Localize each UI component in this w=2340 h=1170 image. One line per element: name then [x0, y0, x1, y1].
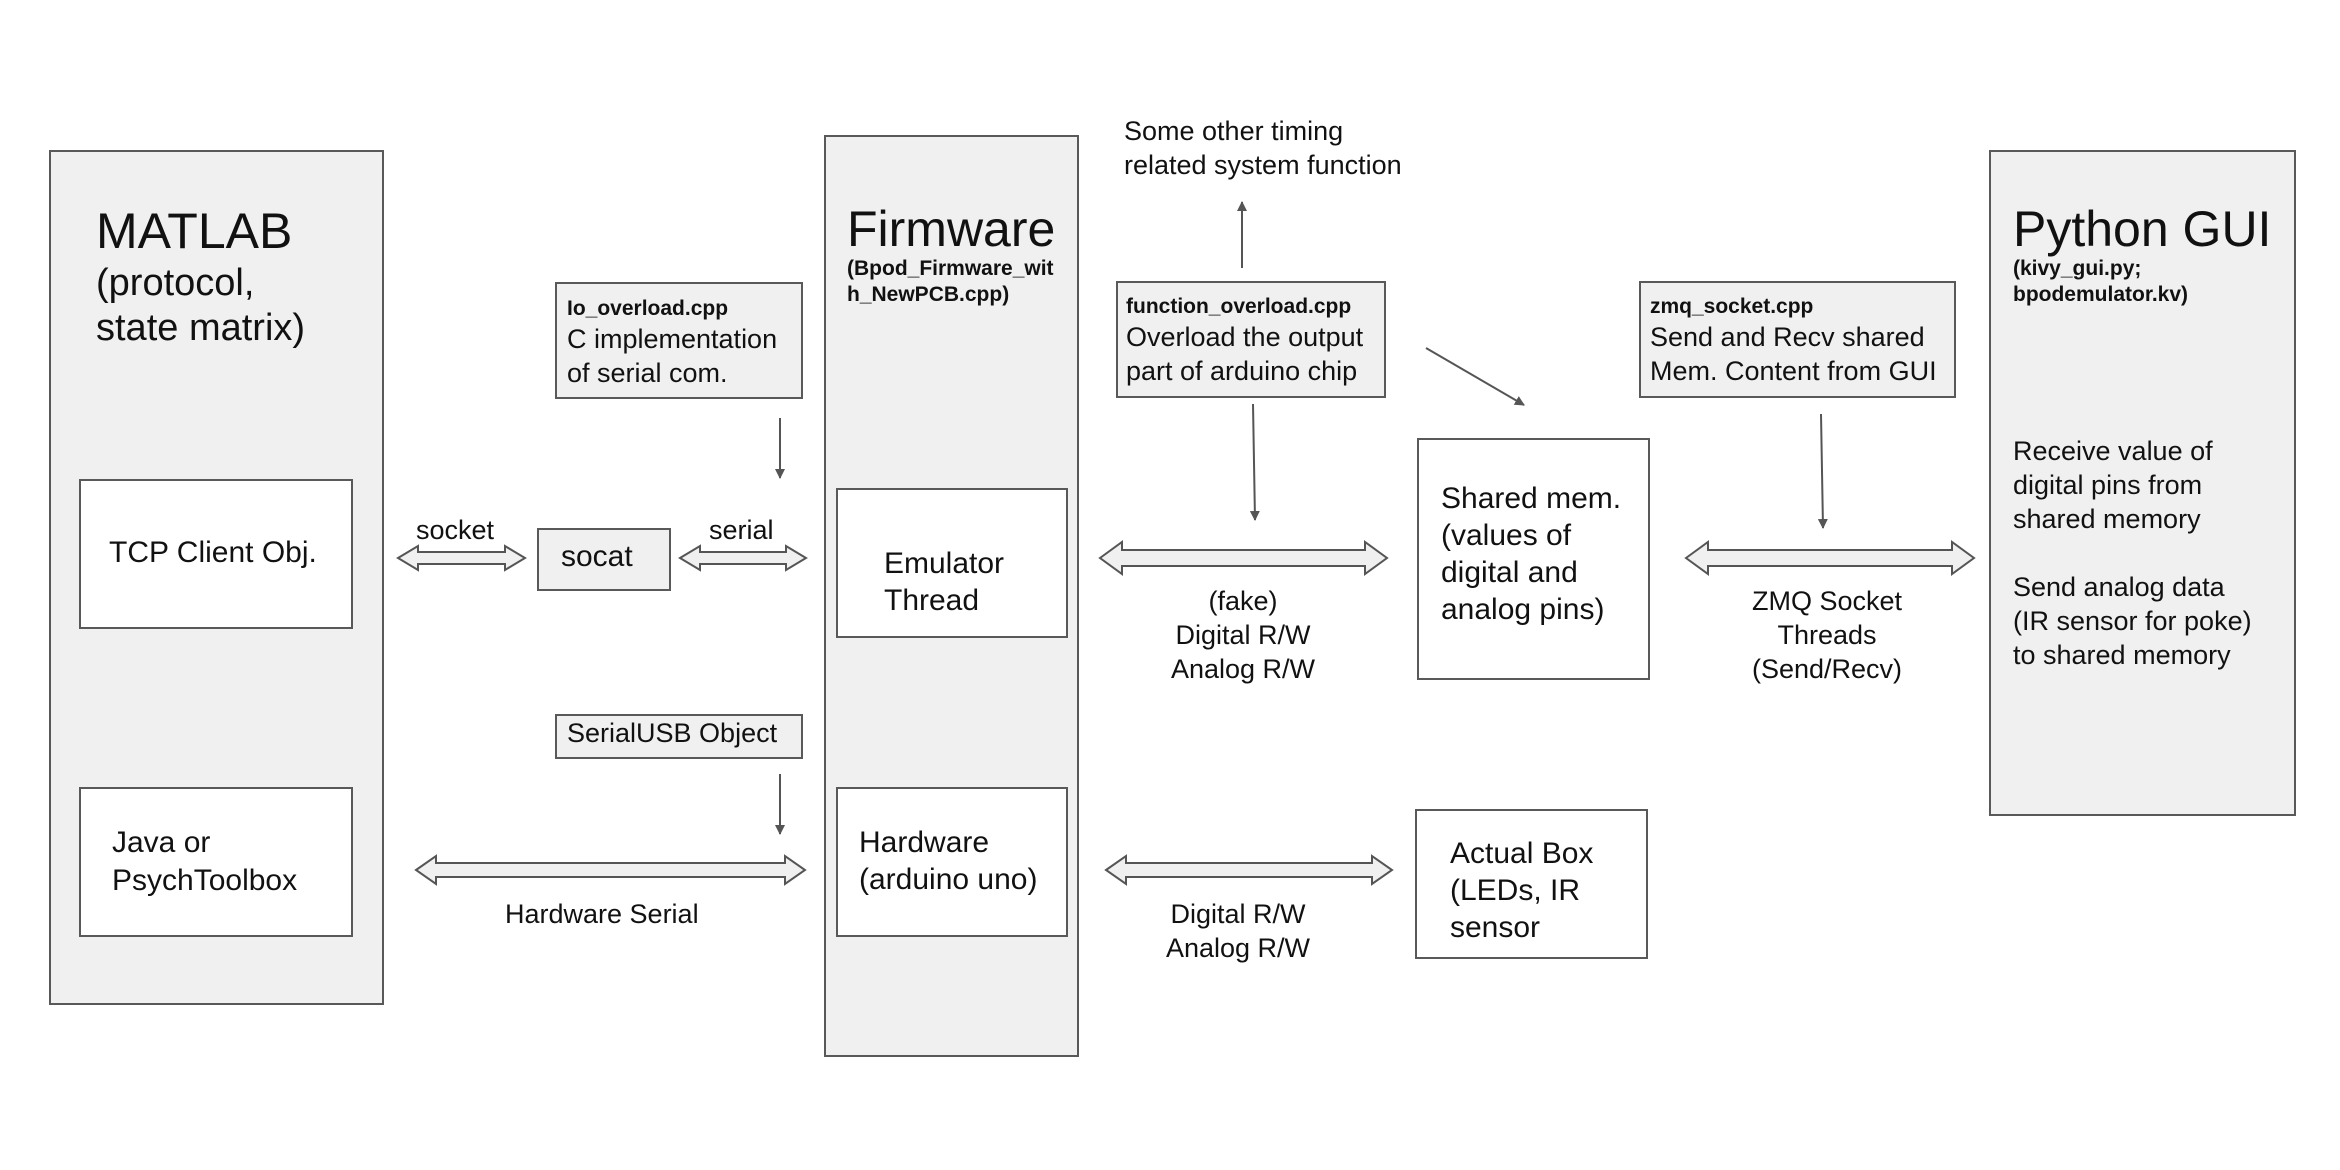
- serialusb-label: SerialUSB Object: [567, 718, 778, 748]
- function-overload-line1: Overload the output: [1126, 322, 1364, 352]
- python-gui-desc-2: shared memory: [2013, 504, 2201, 534]
- function-to-shared-arrow: [1425, 347, 1525, 406]
- java-label-line1: Java or: [112, 826, 211, 859]
- emulator-shared-double-arrow: [1098, 540, 1389, 576]
- emulator-thread-box: [836, 488, 1068, 638]
- function-overload-filename: function_overload.cpp: [1126, 295, 1352, 318]
- shared-mem-box: [1417, 438, 1650, 680]
- io-overload-box: [555, 282, 803, 399]
- zmq-link-line2: Threads: [1777, 620, 1877, 650]
- python-gui-panel: [1989, 150, 2296, 816]
- serialusb-box: [555, 714, 803, 759]
- zmq-socket-arrow: [1817, 413, 1828, 529]
- actual-box-line3: sensor: [1450, 911, 1541, 944]
- timing-line2: related system function: [1124, 150, 1402, 180]
- python-gui-file-line2: bpodemulator.kv): [2013, 283, 2189, 306]
- io-overload-line2: of serial com.: [567, 358, 728, 388]
- python-gui-desc-1: digital pins from: [2013, 470, 2203, 500]
- zmq-socket-line1: Send and Recv shared: [1650, 322, 1925, 352]
- function-overload-box: [1116, 281, 1386, 398]
- tcp-client-label: TCP Client Obj.: [109, 536, 317, 569]
- hardware-serial-double-arrow: [414, 854, 807, 886]
- serial-double-arrow: [678, 544, 808, 572]
- matlab-subtitle-line1: (protocol,: [96, 262, 255, 304]
- hardware-arduino-box: [836, 787, 1068, 937]
- shared-mem-line4: analog pins): [1441, 593, 1605, 626]
- firmware-file-line1: (Bpod_Firmware_wit: [847, 257, 1054, 280]
- shared-mem-line2: (values of: [1441, 519, 1572, 552]
- socat-label: socat: [561, 540, 633, 573]
- function-overload-arrow: [1249, 403, 1260, 521]
- zmq-link-line1: ZMQ Socket: [1751, 586, 1903, 616]
- java-label-line2: PsychToolbox: [112, 864, 298, 897]
- actual-box-line2: (LEDs, IR: [1450, 874, 1581, 907]
- actual-box-line1: Actual Box: [1450, 837, 1594, 870]
- socket-label: socket: [416, 515, 495, 545]
- java-psychtoolbox-box: [79, 787, 353, 937]
- zmq-socket-line2: Mem. Content from GUI: [1650, 356, 1937, 386]
- tcp-client-box: [79, 479, 353, 629]
- emulator-link-line3: Analog R/W: [1170, 654, 1316, 684]
- hardware-line2: (arduino uno): [859, 863, 1038, 896]
- matlab-subtitle-line2: state matrix): [96, 307, 306, 349]
- shared-mem-line1: Shared mem.: [1441, 482, 1622, 515]
- actual-box-box: [1415, 809, 1648, 959]
- zmq-link-line3: (Send/Recv): [1751, 654, 1903, 684]
- emulator-line1: Emulator: [884, 547, 1005, 580]
- io-overload-line1: C implementation: [567, 324, 778, 354]
- python-gui-file-line1: (kivy_gui.py;: [2013, 257, 2142, 280]
- emulator-link-line2: Digital R/W: [1175, 620, 1311, 650]
- zmq-socket-filename: zmq_socket.cpp: [1650, 295, 1814, 318]
- python-gui-desc-6: to shared memory: [2013, 640, 2231, 670]
- hardware-serial-label: Hardware Serial: [505, 899, 699, 929]
- zmq-socket-box: [1639, 281, 1956, 398]
- timing-line1: Some other timing: [1124, 116, 1344, 146]
- socket-double-arrow: [396, 544, 527, 572]
- python-gui-desc-4: Send analog data: [2013, 572, 2225, 602]
- hardware-link-line1: Digital R/W: [1170, 899, 1306, 929]
- socat-box: [537, 528, 671, 591]
- io-overload-filename: Io_overload.cpp: [567, 297, 729, 320]
- firmware-file-line2: h_NewPCB.cpp): [847, 283, 1010, 306]
- firmware-title: Firmware: [847, 201, 1056, 257]
- serial-label: serial: [709, 515, 774, 545]
- hardware-box-double-arrow: [1104, 854, 1394, 886]
- emulator-link-line1: (fake): [1208, 586, 1278, 616]
- python-gui-title: Python GUI: [2013, 201, 2272, 257]
- emulator-line2: Thread: [884, 584, 980, 617]
- hardware-line1: Hardware: [859, 826, 990, 859]
- zmq-double-arrow: [1684, 540, 1976, 576]
- matlab-title: MATLAB: [96, 203, 293, 259]
- python-gui-desc-5: (IR sensor for poke): [2013, 606, 2252, 636]
- function-overload-line2: part of arduino chip: [1126, 356, 1358, 386]
- hardware-link-line2: Analog R/W: [1165, 933, 1311, 963]
- python-gui-desc-0: Receive value of: [2013, 436, 2213, 466]
- shared-mem-line3: digital and: [1441, 556, 1578, 589]
